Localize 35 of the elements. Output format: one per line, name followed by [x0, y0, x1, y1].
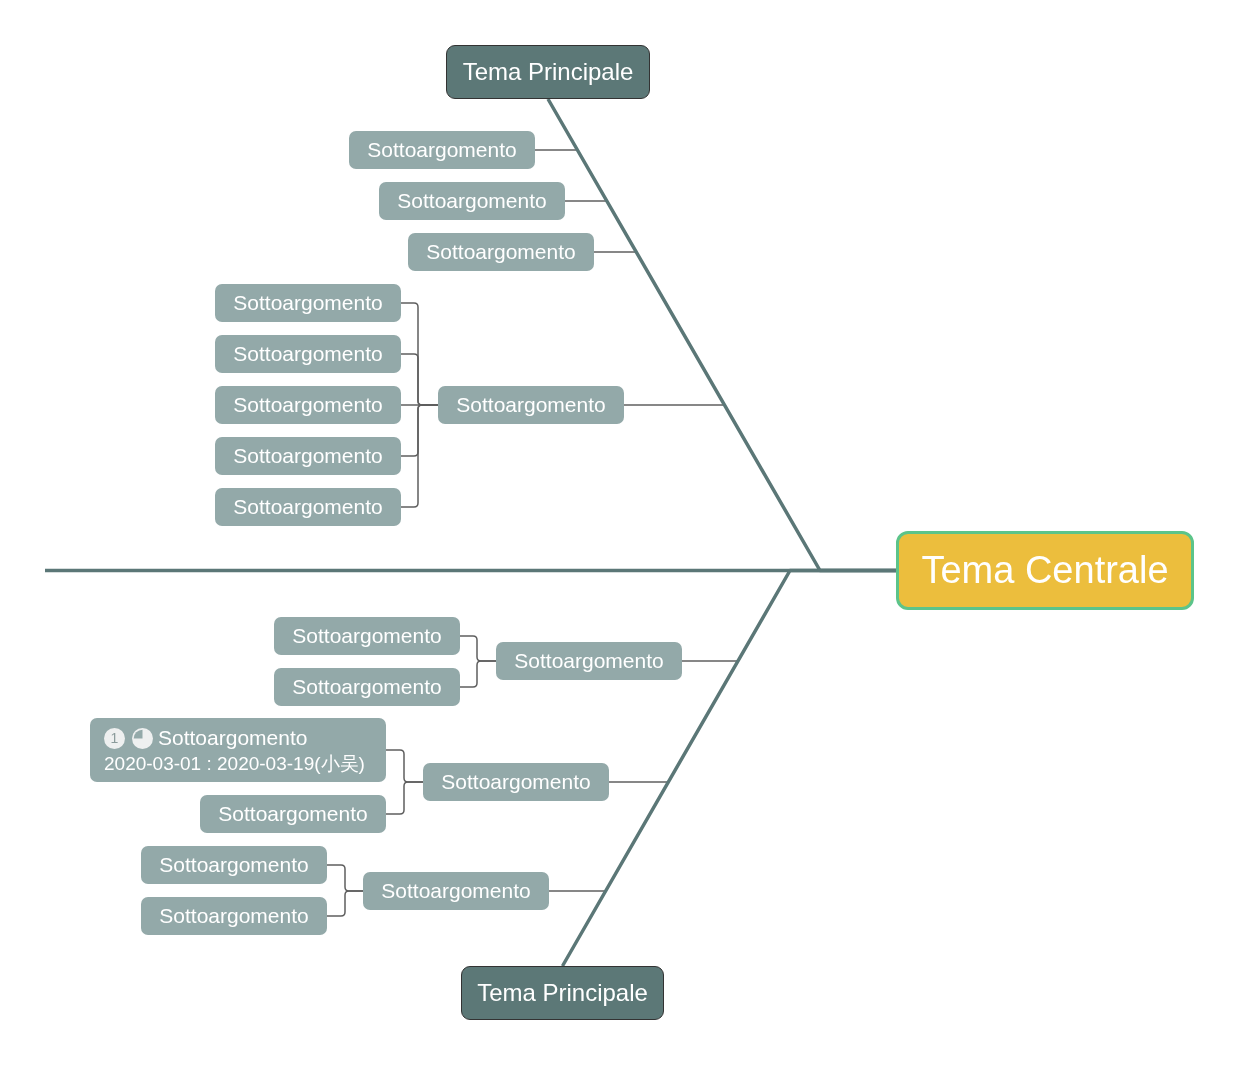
main-topic-box: Tema Principale [461, 966, 664, 1020]
bracket-line [326, 890, 364, 917]
subtopic-box: Sottoargomento [438, 386, 624, 424]
branch-line [548, 890, 607, 892]
bracket-line [400, 404, 439, 508]
subtopic-box: Sottoargomento [363, 872, 549, 910]
subtopic-box: Sottoargomento [141, 897, 327, 935]
subtopic-box: Sottoargomento [215, 488, 401, 526]
priority-badge: 1 [104, 727, 125, 749]
branch-line [593, 251, 637, 253]
branch-line [623, 404, 726, 406]
subtopic-box: Sottoargomento [200, 795, 386, 833]
branch-line [681, 660, 739, 662]
bone-line [561, 568, 896, 967]
date-range-text: 2020-03-01 : 2020-03-19(小吴) [104, 752, 365, 776]
subtopic-box: Sottoargomento [141, 846, 327, 884]
subtopic-box: Sottoargomento [423, 763, 609, 801]
subtopic-box [90, 718, 386, 782]
subtopic-box: Sottoargomento [274, 617, 460, 655]
central-topic-box: Tema Centrale [896, 531, 1194, 610]
subtopic-box: Sottoargomento [379, 182, 565, 220]
branch-line [608, 781, 670, 783]
subtopic-box: Sottoargomento [215, 437, 401, 475]
subtopic-box: Sottoargomento [349, 131, 535, 169]
subtopic-box: Sottoargomento [215, 386, 401, 424]
subtopic-box: Sottoargomento [215, 284, 401, 322]
subtopic-box: Sottoargomento [408, 233, 594, 271]
branch-line [564, 200, 608, 202]
subtopic-title: Sottoargomento [158, 726, 308, 750]
subtopic-box: Sottoargomento [496, 642, 682, 680]
main-topic-box: Tema Principale [446, 45, 650, 99]
bracket-line [385, 781, 424, 815]
subtopic-box: Sottoargomento [215, 335, 401, 373]
branch-line [534, 149, 579, 151]
subtopic-box: Sottoargomento [274, 668, 460, 706]
